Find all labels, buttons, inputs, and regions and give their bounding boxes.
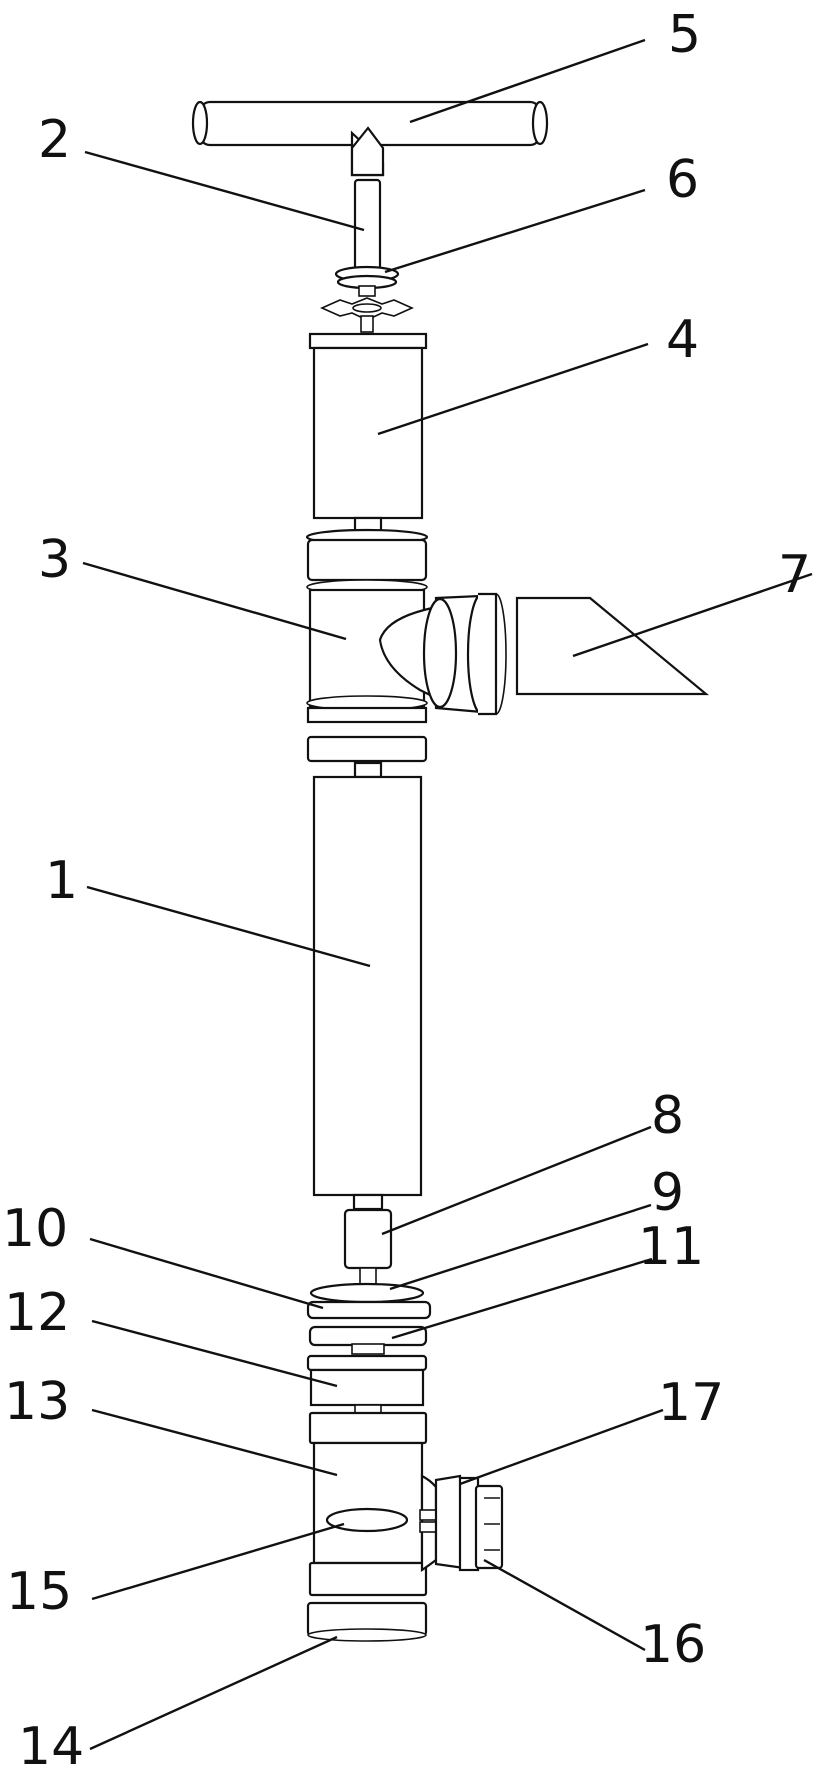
label-1: 1 (45, 851, 78, 911)
part-12-collar (308, 1356, 426, 1413)
star-washer (322, 298, 412, 332)
label-2: 2 (38, 110, 71, 170)
part-10-ring (308, 1302, 430, 1318)
label-6: 6 (666, 150, 699, 210)
leader-6 (385, 190, 645, 272)
label-17: 17 (658, 1373, 724, 1433)
label-9: 9 (651, 1163, 684, 1223)
part-15-valve-disc (327, 1509, 407, 1531)
part-2-shaft (355, 180, 380, 270)
leader-3 (83, 563, 346, 639)
leader-12 (92, 1321, 337, 1386)
leader-16 (484, 1560, 645, 1650)
part-1-main-cylinder (314, 763, 421, 1209)
leader-11 (392, 1259, 652, 1338)
label-7: 7 (778, 545, 811, 605)
label-14: 14 (18, 1717, 84, 1777)
label-16: 16 (640, 1615, 706, 1675)
label-15: 15 (6, 1562, 72, 1622)
label-11: 11 (638, 1217, 704, 1277)
leader-14 (90, 1637, 337, 1749)
part-14-bottom-ring (308, 1603, 426, 1641)
part-5-t-handle (193, 102, 547, 175)
part-11-ring (310, 1327, 426, 1354)
part-3-tee (307, 530, 506, 761)
part-9-disc (311, 1284, 423, 1302)
part-17-fitting (436, 1476, 478, 1570)
leader-17 (460, 1410, 663, 1484)
label-3: 3 (38, 530, 71, 590)
label-12: 12 (4, 1283, 70, 1343)
label-13: 13 (4, 1372, 70, 1432)
label-8: 8 (651, 1086, 684, 1146)
part-13-lower-tee (310, 1413, 438, 1595)
leader-10 (90, 1239, 323, 1308)
label-4: 4 (666, 310, 699, 370)
part-8-coupling (345, 1210, 391, 1284)
leader-13 (92, 1410, 337, 1475)
part-4-upper-cylinder (310, 334, 426, 532)
label-10: 10 (2, 1199, 68, 1259)
part-7-outlet (517, 598, 706, 694)
part-16-cap (476, 1486, 502, 1568)
leader-15 (92, 1524, 344, 1599)
label-5: 5 (668, 5, 701, 65)
leader-9 (390, 1205, 651, 1289)
leader-2 (85, 152, 364, 230)
